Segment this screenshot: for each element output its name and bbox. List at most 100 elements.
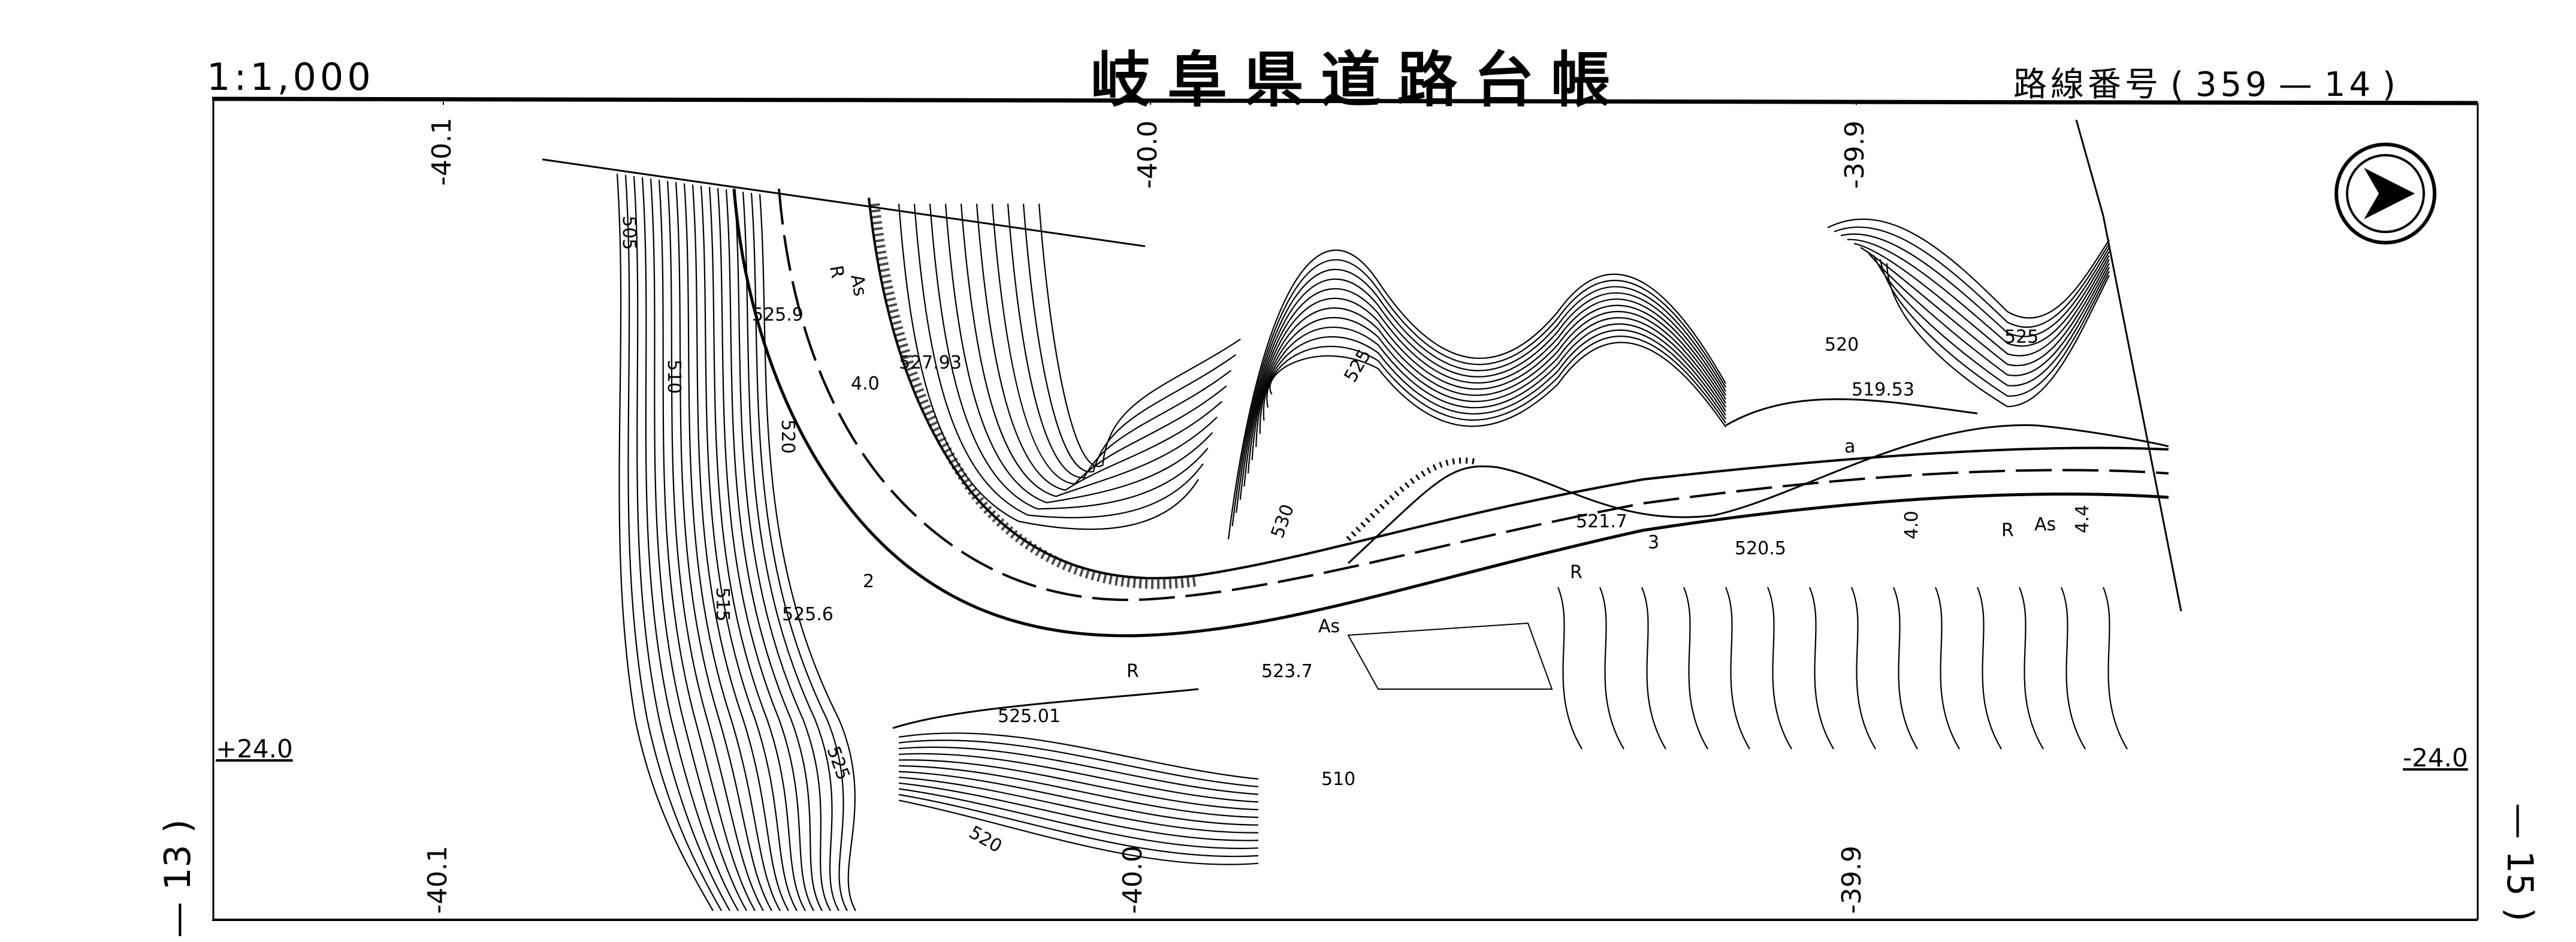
contour-line [1873,255,2110,387]
contour-line [1259,323,1726,434]
road [732,188,2169,729]
grid-label-bottom-2: -40.0 [1118,846,1148,914]
width-label: 4.4 [2072,505,2093,533]
elevation-label: 523.7 [1261,661,1313,682]
contour-label: 510 [1321,769,1355,790]
road-label: R [1127,661,1139,682]
contour-line [1231,259,1726,527]
grid-label-right: -24.0 [2403,743,2468,772]
contour-line [666,180,764,911]
contour-line [733,190,831,911]
contour-line [624,174,722,911]
contour-line [1867,250,2110,376]
route-dash: — [2278,65,2316,104]
contour-line [1892,587,1918,750]
route-number-value: 359 [2195,65,2270,104]
grid-label-left: +24.0 [216,734,293,763]
contour-line [898,759,1259,811]
grid-label-top-2: -40.0 [1133,120,1163,189]
route-open: ( [2170,65,2187,104]
contour-line [616,173,714,911]
contour-line [1557,587,1583,750]
contour-line [898,746,1259,795]
contour-line [1683,587,1708,750]
contour-line [1766,587,1792,750]
contour-line [898,782,1259,841]
contour-line [1834,226,2110,328]
pavement-label: As [846,273,871,298]
contour-label: 525 [1340,346,1376,386]
contour-label: 520 [965,822,1005,858]
contour-line [1247,297,1726,474]
contour-line [991,203,1227,485]
contour-line [2060,587,2086,750]
contour-line [717,188,814,911]
elevation-label: 525.6 [782,604,833,625]
contour-label: 505 [618,216,639,250]
contour-line [1641,587,1666,750]
contour-label: 510 [663,360,684,394]
width-label: 4.0 [1901,511,1922,539]
contour-line [1038,203,1241,467]
adjacent-sheet-prev: — 13 ) [157,819,199,938]
contour-line [944,203,1213,503]
route-section-value: 14 [2324,65,2375,104]
contour-line [691,184,789,911]
contour-line [759,194,856,911]
contour-line [1266,336,1726,424]
contour-line [1847,238,2110,347]
road-label: R [2001,520,2014,541]
contour-line [1263,329,1726,421]
contour-line [675,182,772,911]
contour-line [2018,587,2044,750]
map-frame [212,96,2479,921]
grid-label-top-3: -39.9 [1840,120,1870,189]
contour-line [725,189,823,911]
elevation-label: 521.7 [1576,511,1627,532]
contour-line [898,753,1259,803]
contour-line [898,203,1199,530]
contour-line [898,739,1259,787]
contour-line [1840,233,2110,337]
contour-line [898,799,1259,865]
grid-label-top-1: -40.1 [427,117,457,186]
contour-line [1827,218,2110,319]
station-label: 3 [1648,532,1659,553]
contour-line [641,177,739,911]
contour-line [1879,259,2110,397]
contour-line [1808,587,1834,750]
map-labels: 505 510 525.9 520 515 525.6 525.01 525 5… [618,216,2093,858]
grid-label-bottom-3: -39.9 [1837,846,1867,914]
contour-line [1007,203,1232,479]
contour-line [898,771,1259,826]
elevation-label: 520.5 [1735,538,1786,559]
contour-line [1269,342,1726,428]
contour-line [1251,307,1726,461]
contour-line [2102,587,2128,750]
contour-label: 520 [1825,334,1859,355]
contour-line [898,777,1259,834]
contour-line [742,191,839,911]
contour-line [898,732,1259,780]
contour-label: 525 [2004,327,2039,348]
contour-line [913,203,1204,518]
contour-line [1725,587,1750,750]
symbol-label: a [1844,436,1855,457]
contour-line [1255,317,1726,448]
contour-line [898,765,1259,819]
pavement-label: As [1318,616,1340,637]
north-arrow-icon [2335,143,2436,244]
elevation-label: 525.01 [998,706,1061,727]
road-label: R [825,264,848,280]
contour-line [683,183,781,911]
pavement-label: As [2034,514,2056,535]
contour-line [700,185,798,911]
contour-line [1236,268,1726,514]
contour-line [1860,247,2110,367]
elevation-label: 525.9 [752,304,804,325]
contour-line [929,203,1209,510]
contour-line [1022,203,1237,473]
contour-line [1599,587,1624,750]
contour-line [750,192,848,911]
